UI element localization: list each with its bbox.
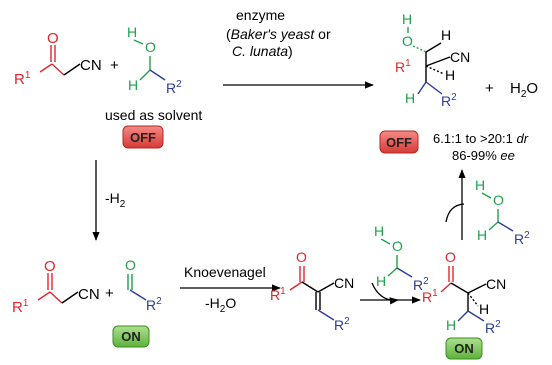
svg-text:O: O [402,33,413,49]
alcohol-donor-right: H O H R2 [475,177,530,247]
svg-text:ON: ON [454,341,474,356]
water: H2O [510,80,538,100]
svg-text:O: O [145,39,156,55]
aldehyde: O R2 [125,257,162,313]
alcohol-solvent: H O H R2 [127,24,182,96]
atom-cn: CN [80,57,102,74]
svg-text:R2: R2 [166,79,182,96]
svg-text:O: O [493,192,504,208]
knoevenagel-adduct: O R1 CN R2 [270,249,354,333]
svg-text:CN: CN [450,49,470,65]
plus-sign-2: + [105,285,114,302]
product-bottom: O R1 CN H H R2 [422,249,506,336]
svg-text:R1: R1 [395,58,411,75]
svg-text:O: O [445,249,456,265]
dr-value: 6.1:1 to >20:1 dr [433,131,529,146]
svg-text:O: O [392,238,403,254]
svg-text:H: H [445,67,455,83]
svg-text:R2: R2 [514,230,530,247]
plus-water: + [485,80,494,97]
svg-text:H: H [479,301,489,317]
svg-text:H: H [405,90,415,106]
svg-text:OFF: OFF [386,135,412,150]
svg-text:ON: ON [121,329,141,344]
enzyme-label: enzyme [236,7,285,23]
product-top: H O H R1 H CN H R2 [395,11,470,109]
enzyme-source-2: C. lunata) [232,43,293,59]
svg-text:R2: R2 [146,296,162,313]
svg-text:OFF: OFF [130,130,156,145]
svg-text:O: O [44,258,56,275]
svg-text:R1: R1 [12,298,29,316]
plus-sign: + [110,57,119,74]
svg-text:H: H [475,177,485,193]
svg-text:R2: R2 [334,316,350,333]
used-as-solvent: used as solvent [105,107,202,123]
ee-value: 86-99% ee [452,148,515,163]
alcohol-donor-bottom: H O H R2 [374,223,429,293]
svg-text:R2: R2 [413,276,429,293]
svg-text:H: H [128,77,138,93]
svg-text:R2: R2 [441,92,457,109]
ketonitrile-bottom: O R1 CN [12,258,100,316]
svg-text:R1: R1 [422,288,438,305]
svg-text:R2: R2 [485,319,501,336]
svg-text:CN: CN [78,286,100,303]
svg-text:R1: R1 [270,286,286,303]
svg-text:CN: CN [334,275,354,291]
svg-text:H: H [402,11,412,27]
svg-text:H: H [376,273,386,289]
svg-text:H: H [127,24,137,40]
on-badge-left: ON [112,325,150,348]
svg-text:H: H [446,317,456,333]
knoevenagel-label: Knoevenagel [184,264,266,280]
enzyme-source: (Baker's yeast or [226,26,331,42]
svg-text:O: O [296,249,307,265]
svg-text:CN: CN [486,276,506,292]
atom-r1: R1 [14,70,31,88]
on-badge-right: ON [445,337,483,360]
svg-text:H: H [374,223,384,239]
minus-h2: -H2 [105,190,126,210]
off-badge-top: OFF [122,125,164,149]
svg-text:H: H [441,27,451,43]
svg-text:O: O [125,257,136,273]
svg-text:H: H [477,227,487,243]
off-badge-product: OFF [379,130,419,154]
ketonitrile-top: O R1 CN [14,30,102,88]
atom-o: O [47,30,59,47]
minus-h2o: -H2O [205,295,236,315]
